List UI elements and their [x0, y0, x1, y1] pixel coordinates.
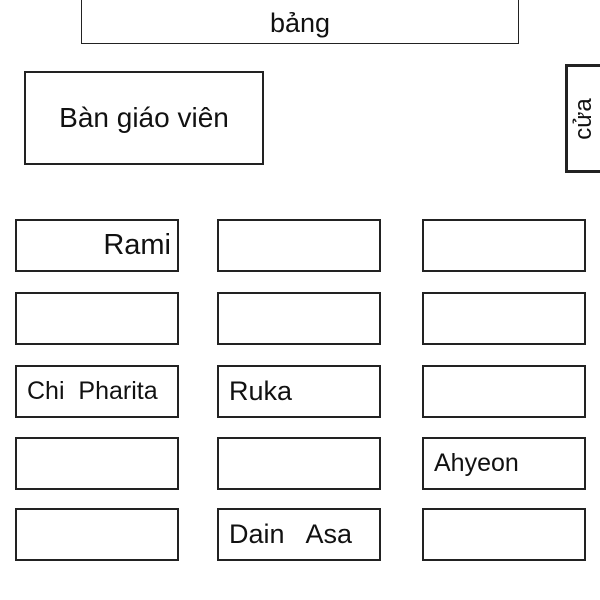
desk-r3-c1: Chi Pharita — [15, 365, 179, 418]
desk-r1-c1: Rami — [15, 219, 179, 272]
door-label: cửa — [570, 97, 597, 140]
desk-r1-c3 — [422, 219, 586, 272]
door: cửa — [565, 64, 600, 173]
desk-name: Dain Asa — [229, 519, 353, 549]
desk-name: Ahyeon — [434, 449, 519, 477]
desk-r5-c3 — [422, 508, 586, 561]
teacher-desk: Bàn giáo viên — [24, 71, 264, 165]
desk-r2-c3 — [422, 292, 586, 345]
desk-r2-c1 — [15, 292, 179, 345]
desk-r1-c2 — [217, 219, 381, 272]
teacher-desk-label: Bàn giáo viên — [59, 102, 229, 133]
desk-r2-c2 — [217, 292, 381, 345]
desk-r4-c2 — [217, 437, 381, 490]
desk-r3-c2: Ruka — [217, 365, 381, 418]
desk-name: Rami — [103, 229, 171, 261]
desk-r5-c1 — [15, 508, 179, 561]
desk-r5-c2: Dain Asa — [217, 508, 381, 561]
desk-r4-c3: Ahyeon — [422, 437, 586, 490]
desk-name: Ruka — [229, 376, 293, 406]
board: bảng — [81, 0, 519, 44]
desk-name: Chi Pharita — [27, 377, 158, 405]
desk-r3-c3 — [422, 365, 586, 418]
desk-r4-c1 — [15, 437, 179, 490]
board-label: bảng — [269, 8, 331, 38]
